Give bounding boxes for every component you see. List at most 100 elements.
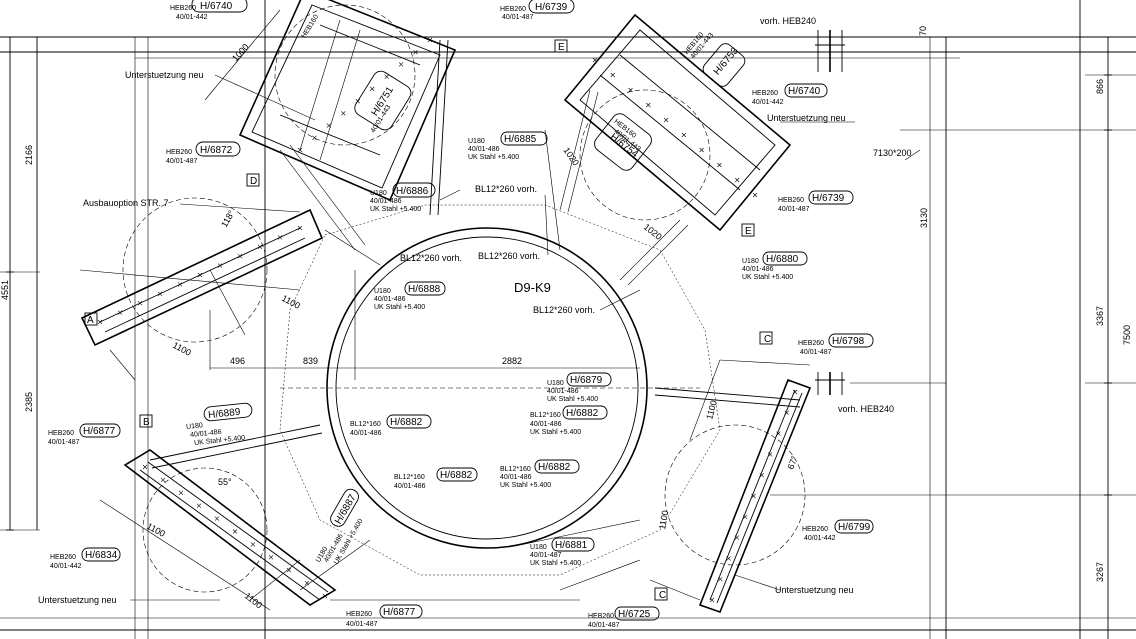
bolt-mark [237,253,243,259]
profile-heb260: HEB260 [166,149,192,156]
bolt-mark [717,162,722,168]
dim: 1100 [657,510,670,531]
profile-bl12-260-c: BL12*260 vorh. [478,251,540,261]
ref: 40/01-487 [800,349,832,356]
dim: 2166 [24,145,34,165]
profile-heb260: HEB260 [50,554,76,561]
bolt-mark [355,98,360,104]
label-h6880: H/6880 [766,254,799,265]
ref: 40/01-487 [778,206,810,213]
profile-u180: U180 [530,544,547,551]
profile-heb260: HEB260 [346,611,372,618]
label-h6798: H/6798 [832,336,865,347]
dimension-labels: 1000 2166 4551 2385 1100 1100 1100 1100 … [0,26,1132,611]
dim: 7500 [1122,325,1132,345]
note-unterstuetzung-neu: Unterstuetzung neu [38,595,117,605]
note-unterstuetzung-neu: Unterstuetzung neu [775,585,854,595]
label-ovals [79,0,874,621]
ref: 40/01-487 [346,621,378,628]
ref: UK Stahl +5.400 [530,429,581,436]
bolt-mark [312,135,317,140]
ref: 40/01-442 [176,14,208,21]
bolt-mark [742,514,748,520]
beam-assembly-top-right [544,13,792,286]
bolt-mark [157,291,163,297]
bolt-mark [610,72,615,78]
section-markers [84,39,773,601]
ref: 40/01-486 [500,474,532,481]
label-h6882-d: H/6882 [538,462,571,473]
profile-vorh-heb240-top: vorh. HEB240 [760,16,816,26]
ref: 40/01-487 [48,439,80,446]
label-h6799: H/6799 [838,522,871,533]
note-ausbauoption: Ausbauoption STR. 7 [83,198,169,208]
note-unterstuetzung-neu: Unterstuetzung neu [767,113,846,123]
ref: 40/01-442 [804,535,836,542]
label-h6725: H/6725 [618,609,651,620]
note-unterstuetzung-neu: Unterstuetzung neu [125,70,204,80]
profile-heb260: HEB260 [170,5,196,12]
ref: 40/01-486 [350,430,382,437]
profile-heb260: HEB260 [778,197,804,204]
section-e: E [558,42,565,53]
dim: 1100 [171,340,193,358]
profile-bl12-160: BL12*160 [530,412,561,419]
dim: 3130 [919,208,929,228]
beam-assembly-bottom-left [99,424,580,611]
leader-lines [130,74,921,601]
ref: UK Stahl +5.400 [370,206,421,213]
section-b: B [143,417,150,428]
bolt-mark [304,580,310,586]
bolt-mark [663,117,669,123]
bolt-mark [177,282,183,287]
ref: 40/01-486 [468,146,500,153]
ref: 40/01-487 [502,14,534,21]
label-h6872: H/6872 [200,145,233,156]
bolt-mark [709,597,715,603]
bolt-mark [341,111,346,116]
dim: 67° [785,454,799,471]
bolt-mark [160,477,166,483]
profile-heb260: HEB260 [752,90,778,97]
label-h6739-top: H/6739 [535,2,568,13]
label-h6877-left: H/6877 [83,426,116,437]
dim: 3267 [1095,562,1105,582]
dim: 55° [218,477,232,487]
bolt-mark [268,555,274,560]
label-h6879: H/6879 [570,375,603,386]
bolt-marks [97,37,798,603]
dim: 1100 [243,591,264,611]
ref: 40/01-442 [752,99,784,106]
label-h6885: H/6885 [504,134,537,145]
bolt-mark [322,593,328,599]
label-h6882-c: H/6882 [440,470,473,481]
ref: 40/01-486 [190,429,222,439]
section-c: C [764,334,771,345]
bolt-mark [592,57,598,63]
profile-u180: U180 [547,380,564,387]
dim: 866 [1095,79,1105,94]
bolt-mark [784,410,789,416]
dim: 70 [918,26,928,36]
ref: UK Stahl +5.400 [530,560,581,567]
ref: 40/01-487 [530,552,562,559]
bolt-mark [232,529,238,534]
bolt-mark [257,244,263,250]
bolt-mark [297,225,303,231]
bolt-mark [277,235,283,240]
dim: 1100 [704,399,719,420]
profile-vorh-heb240-right: vorh. HEB240 [838,404,894,414]
section-a: A [87,315,94,326]
heb240-profiles [815,30,845,395]
bolt-mark [384,74,389,79]
dim: 2882 [502,356,522,366]
beam-assembly-left [79,197,640,381]
section-c: C [659,590,666,601]
ref: 40/01-486 [530,421,562,428]
ref: UK Stahl +5.400 [500,482,551,489]
profile-u180: U180 [186,422,203,431]
dim: 1000 [230,42,251,64]
bolt-mark [628,87,633,93]
bolt-mark [776,431,781,436]
